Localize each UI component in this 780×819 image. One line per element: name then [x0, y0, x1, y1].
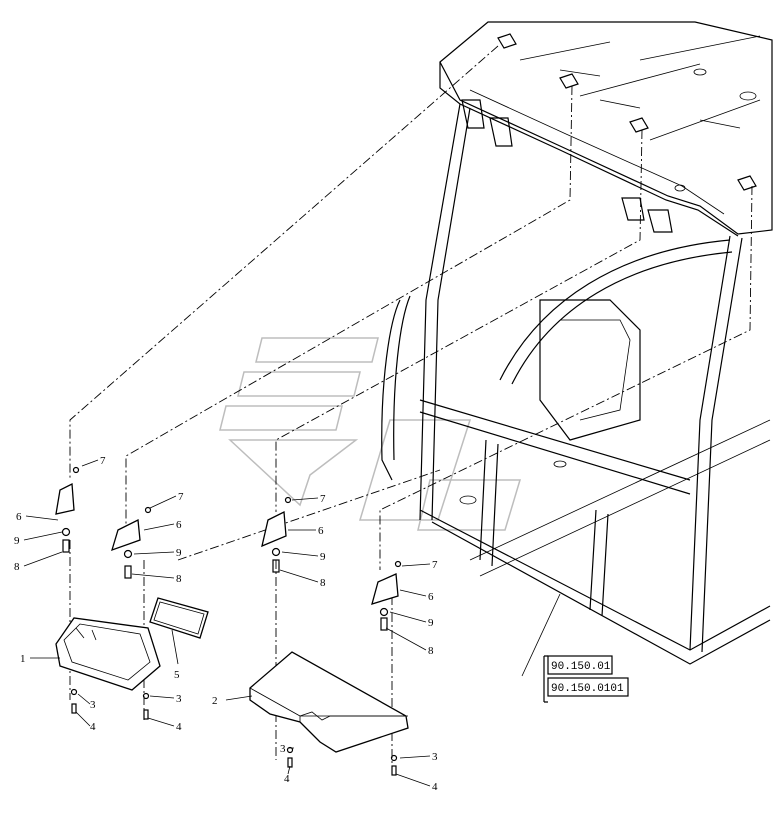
callout-6b: 6 — [176, 519, 182, 531]
callout-8d: 8 — [428, 645, 434, 657]
callout-3a: 3 — [90, 699, 96, 711]
callout-3c: 3 — [280, 743, 286, 755]
callout-9c: 9 — [320, 551, 326, 563]
callout-5: 5 — [174, 669, 180, 681]
callout-labels: 1 2 5 7 7 7 7 6 6 6 6 9 9 9 9 8 8 8 8 3 … — [14, 455, 438, 793]
cab-frame — [381, 103, 771, 665]
bracket-assemblies — [55, 466, 402, 776]
reference-2: 90.150.0101 — [551, 683, 624, 695]
part-5-decal — [149, 597, 209, 639]
callout-4c: 4 — [284, 773, 290, 785]
callout-7d: 7 — [432, 559, 438, 571]
reference-1: 90.150.01 — [551, 661, 611, 673]
callout-8c: 8 — [320, 577, 326, 589]
callout-6d: 6 — [428, 591, 434, 603]
callout-4b: 4 — [176, 721, 182, 733]
part-2-cover — [249, 651, 409, 753]
callout-4d: 4 — [432, 781, 438, 793]
callout-4a: 4 — [90, 721, 96, 733]
part-1-tray — [55, 617, 161, 691]
reference-boxes: 90.150.01 90.150.0101 — [543, 655, 629, 703]
watermark-logo — [219, 337, 522, 531]
callout-2: 2 — [212, 695, 218, 707]
callout-7a: 7 — [100, 455, 106, 467]
callout-8a: 8 — [14, 561, 20, 573]
callout-6a: 6 — [16, 511, 22, 523]
reference-box-1 — [547, 655, 613, 675]
callout-9a: 9 — [14, 535, 20, 547]
callout-8b: 8 — [176, 573, 182, 585]
callout-9b: 9 — [176, 547, 182, 559]
callout-6c: 6 — [318, 525, 324, 537]
reference-box-2 — [547, 677, 629, 697]
assembly-lines — [69, 45, 753, 770]
callout-1: 1 — [20, 653, 26, 665]
callout-7b: 7 — [178, 491, 184, 503]
callout-7c: 7 — [320, 493, 326, 505]
leader-lines — [23, 459, 561, 787]
cab-roof — [439, 21, 773, 237]
callout-9d: 9 — [428, 617, 434, 629]
callout-3d: 3 — [432, 751, 438, 763]
callout-3b: 3 — [176, 693, 182, 705]
